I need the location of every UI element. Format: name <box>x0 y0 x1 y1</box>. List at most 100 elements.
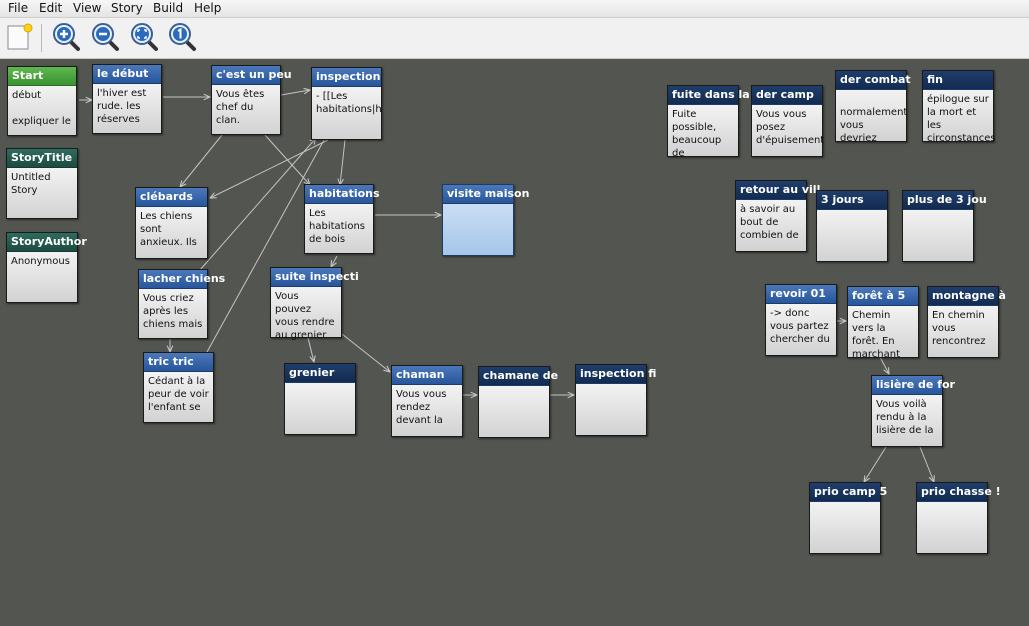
passage-excerpt: Vous voilà rendu à la lisière de la <box>876 399 934 436</box>
passage-title: lacher chiens <box>139 270 225 289</box>
menu-story[interactable]: Story <box>111 1 143 15</box>
passage-chaman[interactable]: chaman Vous vous rendez devant la <box>391 365 463 437</box>
passage-le-debut[interactable]: le début l'hiver est rude. les réserves <box>92 64 162 134</box>
link-inspection-to-clebards <box>210 139 329 198</box>
link-cest-un-peu-to-clebards <box>180 134 223 187</box>
passage-retour-au-vill[interactable]: retour au vill à savoir au bout de combi… <box>735 180 820 252</box>
passage-storyauthor[interactable]: StoryAuthor Anonymous <box>6 232 87 303</box>
passage-inspection[interactable]: inspection - [[Les habitations|h <box>311 67 382 140</box>
zoom-in-button[interactable] <box>51 22 81 52</box>
passage-excerpt: Vous criez après les chiens mais <box>143 293 203 330</box>
passage-title: 3 jours <box>817 191 887 210</box>
passage-title: StoryAuthor <box>7 233 87 252</box>
passage-title: chamane de <box>479 367 558 386</box>
passage-excerpt: Les chiens sont anxieux. Ils <box>140 211 197 248</box>
passage-tric-tric[interactable]: tric tric Cédant à la peur de voir l'enf… <box>143 352 214 423</box>
passage-chamane-de[interactable]: chamane de <box>478 366 558 438</box>
zoom-fit-button[interactable] <box>129 22 159 52</box>
zoom-actual-size-button[interactable] <box>167 22 197 52</box>
link-tric-tric-to-inspection <box>206 131 329 353</box>
passage-lisiere-de-for[interactable]: lisière de for Vous voilà rendu à la lis… <box>871 375 955 447</box>
link-foret-a-5-to-lisiere-de-for <box>879 356 889 374</box>
zoom-actual-size-icon <box>169 23 196 51</box>
passage-excerpt <box>917 502 987 553</box>
passage-title: visite maison <box>443 185 529 204</box>
passage-excerpt: Vous vous rendez devant la <box>396 389 450 426</box>
passage-inspection-fi[interactable]: inspection fi <box>575 364 656 436</box>
passage-start[interactable]: Start début expliquer le <box>7 66 77 136</box>
passage-excerpt <box>576 384 646 435</box>
link-habitations-to-suite-inspection <box>331 255 338 267</box>
passage-title: retour au vill <box>736 181 820 200</box>
passage-der-combat[interactable]: der combat normalement vous devriez <box>835 70 911 144</box>
passage-title: fuite dans la <box>668 86 750 105</box>
passage-title: der camp <box>752 86 822 105</box>
zoom-out-button[interactable] <box>90 22 120 52</box>
passage-title: fin <box>923 71 993 90</box>
passage-excerpt: Vous êtes chef du clan. <box>216 89 268 126</box>
passage-excerpt: Les habitations de bois <box>309 208 369 245</box>
link-cest-un-peu-to-inspection <box>280 90 310 96</box>
passage-revoir-01[interactable]: revoir 01 -> donc vous partez chercher d… <box>765 284 837 356</box>
toolbar <box>0 18 1029 59</box>
passage-title: inspection fi <box>576 365 656 384</box>
passage-habitations[interactable]: habitations Les habitations de bois <box>304 184 380 254</box>
passage-prio-chasse[interactable]: prio chasse ! <box>916 482 1001 554</box>
link-lisiere-de-for-to-prio-camp-5 <box>864 446 887 482</box>
passage-excerpt: -> donc vous partez chercher du <box>770 308 832 345</box>
passage-excerpt <box>903 210 973 261</box>
menu-view[interactable]: View <box>73 1 102 15</box>
passage-storytitle[interactable]: StoryTitle Untitled Story <box>6 148 78 219</box>
zoom-in-icon <box>53 23 80 51</box>
new-passage-icon <box>7 23 33 50</box>
passage-excerpt <box>443 204 513 255</box>
passage-excerpt: Vous vous posez d'épuisement <box>756 109 825 146</box>
passage-cest-un-peu[interactable]: c'est un peu Vous êtes chef du clan. <box>211 65 292 135</box>
link-lacher-chiens-to-inspection <box>199 138 316 271</box>
menu-edit[interactable]: Edit <box>39 1 63 15</box>
passage-lacher-chiens[interactable]: lacher chiens Vous criez après les chien… <box>138 269 225 339</box>
passage-clebards[interactable]: clébards Les chiens sont anxieux. Ils <box>135 187 208 259</box>
passage-excerpt <box>817 210 887 261</box>
passage-montagne-a[interactable]: montagne à En chemin vous rencontrez <box>927 286 1006 358</box>
passage-fuite-dans-la[interactable]: fuite dans la Fuite possible, beaucoup d… <box>667 85 750 159</box>
passage-excerpt: Cédant à la peur de voir l'enfant se <box>148 376 212 413</box>
passage-title: clébards <box>136 188 207 207</box>
passage-excerpt: Vous pouvez vous rendre au grenier <box>275 291 338 341</box>
passage-title: grenier <box>285 364 355 383</box>
new-passage-button[interactable] <box>4 22 34 52</box>
link-lisiere-de-for-to-prio-chasse <box>919 446 934 482</box>
passage-plus-de-3-jours[interactable]: plus de 3 jou <box>902 190 987 262</box>
passage-title: plus de 3 jou <box>903 191 987 210</box>
story-map-canvas[interactable]: Start début expliquer le le début l'hive… <box>0 59 1029 626</box>
passage-title: revoir 01 <box>766 285 836 304</box>
passage-der-camp[interactable]: der camp Vous vous posez d'épuisement <box>751 85 825 157</box>
passage-visite-maison[interactable]: visite maison <box>442 184 529 256</box>
passage-title: habitations <box>305 185 380 204</box>
menu-build[interactable]: Build <box>153 1 184 15</box>
passage-title: prio chasse ! <box>917 483 1001 502</box>
passage-excerpt: En chemin vous rencontrez <box>932 310 988 347</box>
passage-title: chaman <box>392 366 462 385</box>
passage-title: montagne à <box>928 287 1006 306</box>
passage-title: StoryTitle <box>7 149 77 168</box>
passage-excerpt <box>479 386 549 437</box>
passage-grenier[interactable]: grenier <box>284 363 356 435</box>
passage-suite-inspection[interactable]: suite inspecti Vous pouvez vous rendre a… <box>270 267 359 341</box>
passage-title: suite inspecti <box>271 268 359 287</box>
passage-fin[interactable]: fin épilogue sur la mort et les circonst… <box>922 70 996 144</box>
link-inspection-to-habitations <box>340 139 346 185</box>
passage-title: der combat <box>836 71 911 90</box>
passage-title: lisière de for <box>872 376 955 395</box>
passage-excerpt: - [[Les habitations|h <box>316 91 382 115</box>
passage-prio-camp-5[interactable]: prio camp 5 <box>809 482 887 554</box>
menu-help[interactable]: Help <box>194 1 222 15</box>
passage-title: tric tric <box>144 353 213 372</box>
passage-foret-a-5[interactable]: forêt à 5 Chemin vers la forêt. En march… <box>847 286 919 360</box>
link-suite-inspection-to-grenier <box>307 337 314 362</box>
passage-excerpt <box>285 383 355 434</box>
passage-title: inspection <box>312 68 381 87</box>
link-suite-inspection-to-chaman <box>341 333 390 372</box>
menu-file[interactable]: File <box>8 1 29 15</box>
passage-3-jours[interactable]: 3 jours <box>816 190 888 262</box>
